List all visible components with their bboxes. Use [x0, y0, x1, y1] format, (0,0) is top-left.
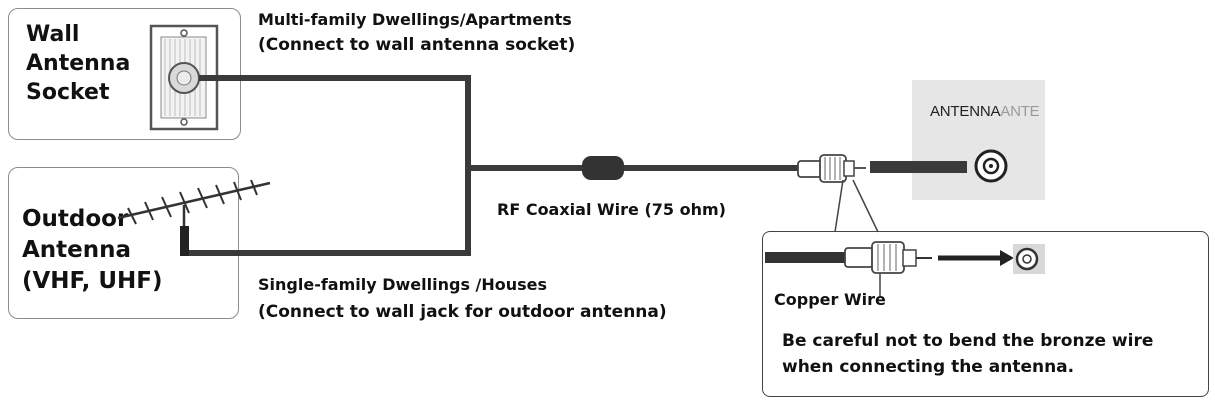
antenna-mast-icon	[180, 226, 189, 256]
wall-antenna-socket-label: Wall Antenna Socket	[26, 22, 131, 105]
multi-family-title: Multi-family Dwellings/Apartments	[258, 10, 572, 29]
ferrite-core-icon	[582, 156, 624, 180]
cable-label: RF Coaxial Wire (75 ohm)	[497, 200, 726, 219]
wall-socket-cable	[199, 75, 800, 171]
cable-lines	[181, 75, 800, 256]
multi-family-subtitle: (Connect to wall antenna socket)	[258, 35, 576, 55]
tv-antenna-port-label: ANTENNAANTE	[930, 103, 1040, 120]
port-label-ghost: ANTE	[1000, 103, 1040, 120]
caution-text: Be careful not to bend the bronze wire w…	[782, 331, 1154, 377]
tv-input-bar	[870, 161, 967, 173]
detail-cable	[765, 252, 847, 263]
port-label-main: ANTENNA	[930, 103, 1001, 120]
antenna-port-icon	[974, 149, 1008, 183]
detail-illustration	[765, 241, 1045, 296]
outdoor-antenna-icon	[117, 179, 271, 226]
single-family-title: Single-family Dwellings /Houses	[258, 275, 548, 294]
outdoor-antenna-label: Outdoor Antenna (VHF, UHF)	[22, 206, 163, 294]
coax-connector-icon	[797, 154, 866, 183]
outdoor-antenna-cable	[181, 168, 471, 256]
tv-antenna-panel	[912, 80, 1045, 200]
single-family-subtitle: (Connect to wall jack for outdoor antenn…	[258, 302, 667, 322]
insert-arrow-head	[1000, 250, 1014, 266]
copper-wire-label: Copper Wire	[774, 290, 886, 309]
callout-lines	[834, 179, 879, 233]
